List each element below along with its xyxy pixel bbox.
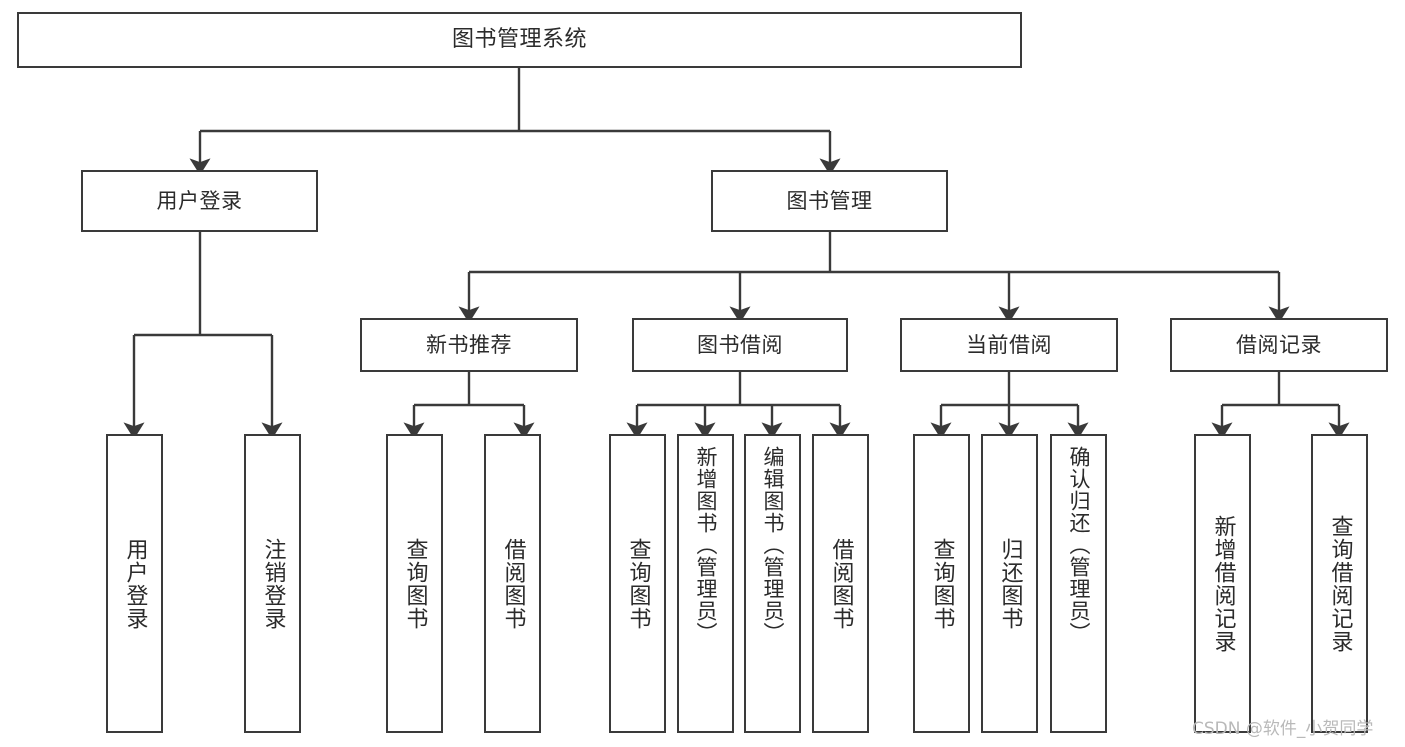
node-root-system[interactable]: 图书管理系统: [17, 12, 1022, 68]
node-label: 注销登录: [260, 537, 286, 630]
node-label: 查询借阅记录: [1327, 514, 1353, 653]
node-label: 查询图书: [929, 537, 955, 630]
leaf-return-book[interactable]: 归还图书: [981, 434, 1038, 733]
node-new-book-recommend[interactable]: 新书推荐: [360, 318, 578, 372]
leaf-query-book-borrow[interactable]: 查询图书: [609, 434, 666, 733]
node-label: 借阅图书: [828, 537, 854, 630]
node-label: 新增图书（管理员）: [694, 446, 718, 644]
node-borrow-record[interactable]: 借阅记录: [1170, 318, 1388, 372]
node-label: 图书管理系统: [451, 27, 587, 53]
leaf-query-borrow-record[interactable]: 查询借阅记录: [1311, 434, 1368, 733]
node-label: 查询图书: [402, 537, 428, 630]
node-label: 新书推荐: [426, 332, 512, 357]
node-label: 图书管理: [786, 188, 873, 213]
leaf-query-book-current[interactable]: 查询图书: [913, 434, 970, 733]
node-user-login[interactable]: 用户登录: [81, 170, 318, 232]
node-label: 图书借阅: [697, 332, 783, 357]
node-label: 用户登录: [156, 188, 243, 213]
node-label: 编辑图书（管理员）: [761, 446, 785, 644]
node-label: 用户登录: [122, 537, 148, 630]
node-label: 归还图书: [997, 537, 1023, 630]
leaf-borrow-book-recommend[interactable]: 借阅图书: [484, 434, 541, 733]
leaf-add-book[interactable]: 新增图书（管理员）: [677, 434, 734, 733]
node-book-management[interactable]: 图书管理: [711, 170, 948, 232]
csdn-watermark: CSDN @软件_小贺同学: [1192, 719, 1374, 739]
node-book-borrow[interactable]: 图书借阅: [632, 318, 848, 372]
node-label: 新增借阅记录: [1210, 514, 1236, 653]
leaf-user-login[interactable]: 用户登录: [106, 434, 163, 733]
leaf-edit-book[interactable]: 编辑图书（管理员）: [744, 434, 801, 733]
node-label: 借阅图书: [500, 537, 526, 630]
node-current-borrow[interactable]: 当前借阅: [900, 318, 1118, 372]
leaf-borrow-book[interactable]: 借阅图书: [812, 434, 869, 733]
leaf-query-book-recommend[interactable]: 查询图书: [386, 434, 443, 733]
leaf-user-logout[interactable]: 注销登录: [244, 434, 301, 733]
leaf-add-borrow-record[interactable]: 新增借阅记录: [1194, 434, 1251, 733]
node-label: 借阅记录: [1236, 332, 1322, 357]
leaf-confirm-return[interactable]: 确认归还（管理员）: [1050, 434, 1107, 733]
node-label: 当前借阅: [966, 332, 1052, 357]
node-label: 查询图书: [625, 537, 651, 630]
node-label: 确认归还（管理员）: [1067, 446, 1091, 644]
